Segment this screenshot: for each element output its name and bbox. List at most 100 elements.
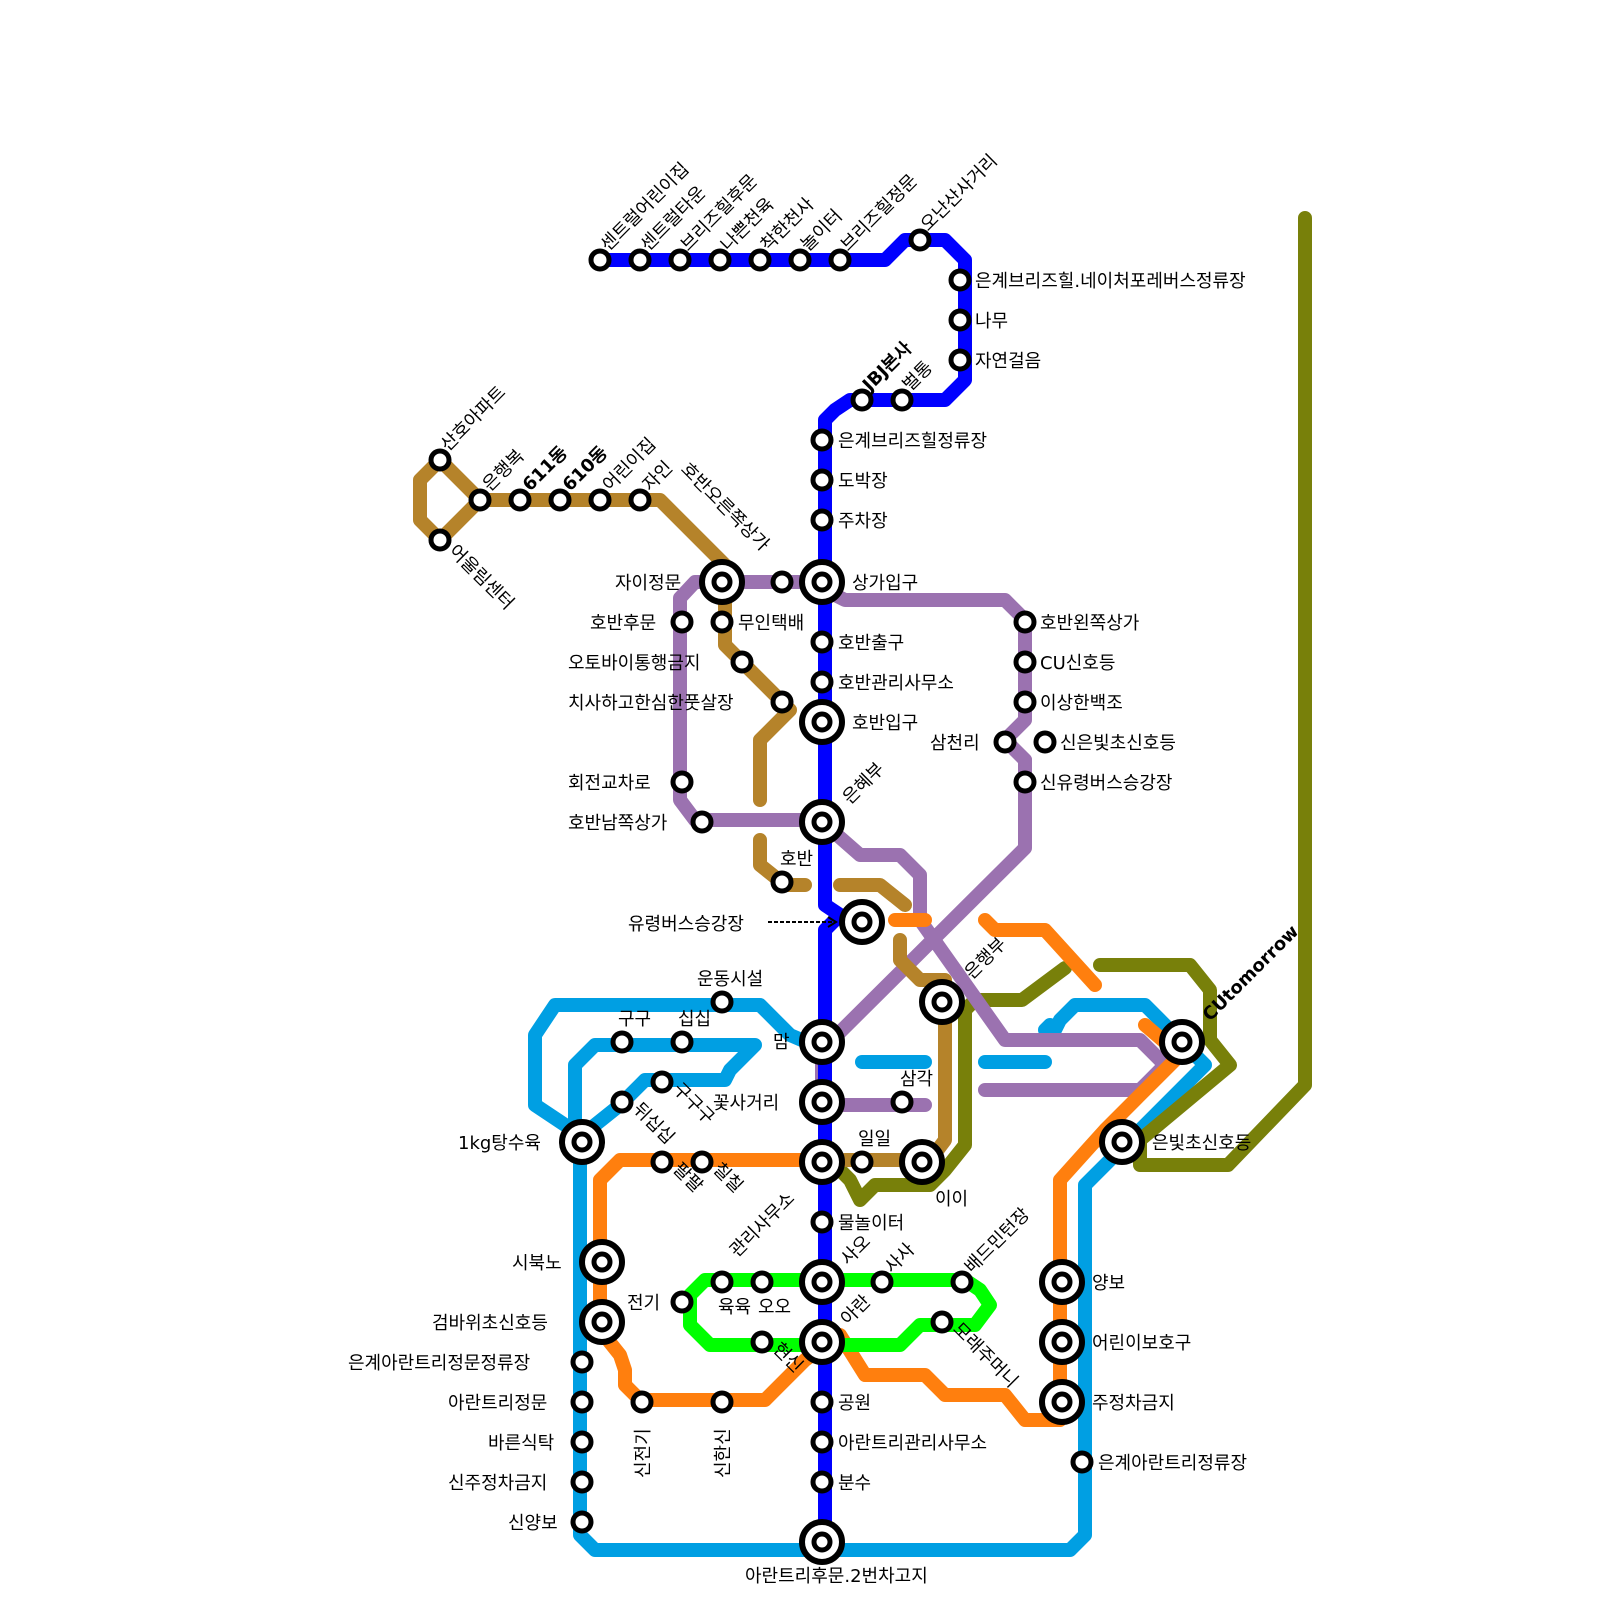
route-sky-outer [528, 998, 1212, 1557]
station-호반후문[interactable]: 호반후문 [590, 610, 694, 634]
station-신전기[interactable]: 신전기 [630, 1390, 654, 1478]
station-label: 호반남쪽상가 [568, 813, 667, 834]
station-유령버스승강장[interactable]: 유령버스승강장 [628, 899, 885, 945]
station-이이[interactable]: 이이 [899, 1139, 968, 1210]
interchange-inner-ring [711, 571, 733, 593]
station-label: 호반입구 [852, 713, 918, 734]
station-무인택배[interactable]: 무인택배 [710, 610, 804, 634]
station-아란트리후문2번차고지[interactable]: 아란트리후문.2번차고지 [745, 1519, 928, 1587]
station-나무[interactable]: 나무 [948, 308, 1008, 332]
station-label: 어울림센터 [444, 541, 517, 614]
station-배드민턴장[interactable]: 배드민턴장 [950, 1204, 1034, 1294]
station-CUtomorrow[interactable]: CUtomorrow [1159, 921, 1303, 1065]
station-십십[interactable]: 십십 [670, 1009, 711, 1054]
station-은빛초신호등[interactable]: 은빛초신호등 [1099, 1119, 1251, 1165]
station-오토바이통행금지[interactable]: 오토바이통행금지 [568, 650, 754, 674]
station-label: 아란트리정문 [448, 1393, 547, 1414]
station-marker [708, 248, 732, 272]
station-marker [710, 610, 734, 634]
station-label: 호반 [780, 849, 813, 870]
interchange-inner-ring [811, 1151, 833, 1173]
station-신양보[interactable]: 신양보 [508, 1510, 594, 1534]
station-신주정차금지[interactable]: 신주정차금지 [448, 1470, 594, 1494]
station-label: 나무 [975, 311, 1008, 332]
station-label: 아란트리후문.2번차고지 [745, 1566, 928, 1587]
station-분수[interactable]: 분수 [810, 1470, 871, 1494]
station-상가입구[interactable]: 상가입구 [799, 559, 918, 605]
station-marker [428, 528, 452, 552]
station-자연걸음[interactable]: 자연걸음 [948, 348, 1041, 372]
station-호반[interactable]: 호반 [770, 849, 813, 894]
station-양보[interactable]: 양보 [1039, 1259, 1125, 1305]
station-신은빛초신호등[interactable]: 신은빛초신호등 [1033, 730, 1176, 754]
station-공원[interactable]: 공원 [810, 1390, 871, 1414]
station-이상한백조[interactable]: 이상한백조 [1013, 690, 1123, 714]
station-어린이보호구[interactable]: 어린이보호구 [1039, 1319, 1191, 1365]
station-주정차금지[interactable]: 주정차금지 [1039, 1379, 1175, 1425]
station-아란트리관리사무소[interactable]: 아란트리관리사무소 [810, 1430, 987, 1454]
station-marker [588, 488, 612, 512]
station-맘[interactable]: 맘 [773, 1019, 845, 1065]
station-label: CUtomorrow [1199, 921, 1303, 1025]
station-오오[interactable]: 오오 [750, 1270, 791, 1318]
station-marker [993, 730, 1017, 754]
station-어울림센터[interactable]: 어울림센터 [428, 528, 518, 614]
station-은계브리즈힐정류장[interactable]: 은계브리즈힐정류장 [810, 428, 987, 452]
station-아란트리정문[interactable]: 아란트리정문 [448, 1390, 594, 1414]
station-삼각[interactable]: 삼각 [890, 1069, 933, 1114]
station-육육[interactable]: 육육 [710, 1270, 751, 1318]
station-label: 자이정문 [615, 573, 681, 594]
station-삼천리[interactable]: 삼천리 [930, 730, 1017, 754]
station-marker [948, 348, 972, 372]
station-자이정문[interactable]: 자이정문 [615, 559, 745, 605]
station-label: 바른식탁 [488, 1433, 554, 1454]
route-sky-inner [568, 1038, 762, 1142]
station-marker [548, 488, 572, 512]
station-marker [810, 468, 834, 492]
station-marker [890, 388, 914, 412]
station-사오[interactable]: 사오 [799, 1231, 875, 1305]
station-검바위초신호등[interactable]: 검바위초신호등 [432, 1299, 625, 1345]
station-호반출구[interactable]: 호반출구 [810, 630, 904, 654]
station-label: 은혜부 [839, 759, 889, 809]
station-물놀이터[interactable]: 물놀이터 [810, 1210, 904, 1234]
station-label: 아란 [837, 1291, 875, 1329]
station-은계브리즈힐네이처포레버스정류장[interactable]: 은계브리즈힐.네이처포레버스정류장 [948, 268, 1246, 292]
station-은계아란트리정류장[interactable]: 은계아란트리정류장 [1070, 1450, 1247, 1474]
interchange-inner-ring [811, 571, 833, 593]
station-CU신호등[interactable]: CU신호등 [1013, 650, 1115, 674]
station-marker [670, 610, 694, 634]
station-운동시설[interactable]: 운동시설 [697, 969, 763, 1014]
station-신유령버스승강장[interactable]: 신유령버스승강장 [1013, 770, 1172, 794]
station-꽃사거리[interactable]: 꽃사거리 [713, 1079, 845, 1125]
station-호반입구[interactable]: 호반입구 [799, 699, 918, 745]
station-신한신[interactable]: 신한신 [710, 1390, 734, 1478]
station-1kg탕수육[interactable]: 1kg탕수육 [458, 1119, 605, 1165]
station-은혜부[interactable]: 은혜부 [799, 759, 889, 845]
station-뒤십십[interactable]: 뒤십십 [610, 1090, 678, 1149]
station-marker [810, 1210, 834, 1234]
station-label: 시북노 [512, 1253, 562, 1274]
station-바른식탁[interactable]: 바른식탁 [488, 1430, 594, 1454]
station-은계아란트리정문정류장[interactable]: 은계아란트리정문정류장 [348, 1350, 594, 1374]
station-label: 검바위초신호등 [432, 1313, 548, 1334]
station-전기[interactable]: 전기 [627, 1290, 694, 1314]
station-구구[interactable]: 구구 [610, 1009, 651, 1054]
station-호반왼쪽상가[interactable]: 호반왼쪽상가 [1013, 610, 1139, 634]
station-시북노[interactable]: 시북노 [512, 1239, 625, 1285]
station-도박장[interactable]: 도박장 [810, 468, 888, 492]
station-호반관리사무소[interactable]: 호반관리사무소 [810, 670, 954, 694]
station-회전교차로[interactable]: 회전교차로 [568, 770, 694, 794]
station-marker [570, 1350, 594, 1374]
station-치사하고한심한풋살장[interactable]: 치사하고한심한풋살장 [568, 690, 794, 714]
station-label: 구구 [618, 1009, 651, 1030]
station-일일[interactable]: 일일 [850, 1129, 891, 1174]
station-오난산사거리[interactable]: 오난산사거리 [908, 150, 1002, 252]
station-marker [770, 570, 794, 594]
station-marker [570, 1510, 594, 1534]
station-호반남쪽상가[interactable]: 호반남쪽상가 [568, 810, 714, 834]
interchange-inner-ring [811, 711, 833, 733]
station-주차장[interactable]: 주차장 [810, 508, 888, 532]
interchange-inner-ring [911, 1151, 933, 1173]
station-산호아파트[interactable]: 산호아파트 [428, 382, 510, 472]
